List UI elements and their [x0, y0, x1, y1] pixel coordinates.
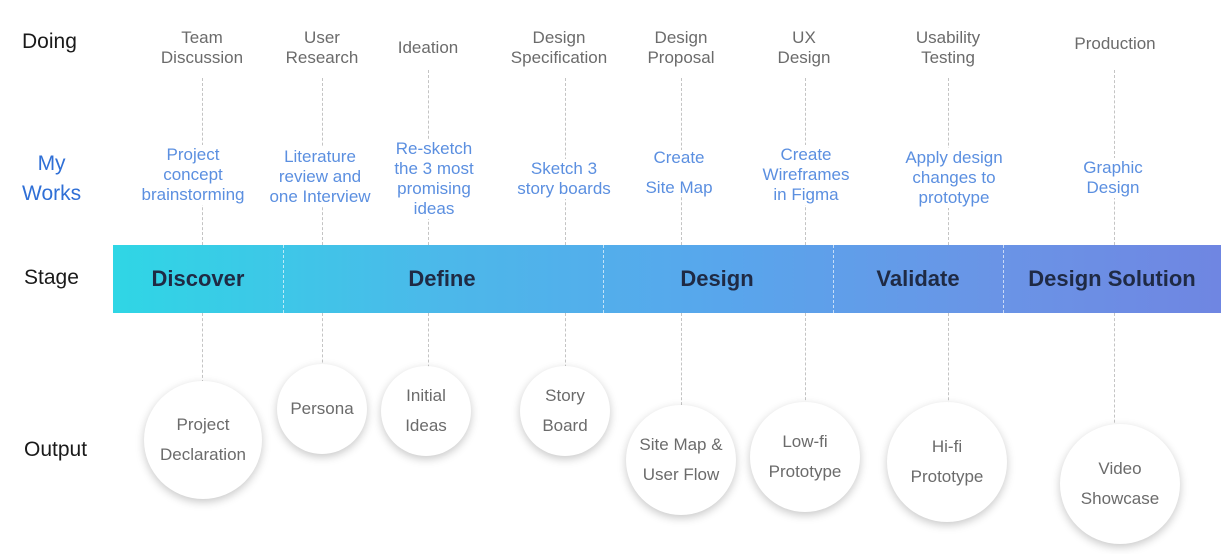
- connector-line: [202, 313, 203, 383]
- connector-line: [681, 313, 682, 425]
- work-item: Re-sketch the 3 most promising ideas: [392, 139, 476, 219]
- row-label-doing: Doing: [22, 30, 77, 53]
- doing-item: Team Discussion: [160, 28, 244, 67]
- connector-line: [1114, 313, 1115, 443]
- connector-line: [565, 313, 566, 378]
- stage-define: Define: [408, 266, 476, 291]
- work-item: Apply design changes to prototype: [903, 148, 1005, 208]
- output-circle: Initial Ideas: [381, 366, 471, 456]
- connector-line: [428, 313, 429, 378]
- doing-item: Design Proposal: [647, 28, 715, 67]
- output-circle: Persona: [277, 364, 367, 454]
- work-item: Create Site Map: [643, 148, 715, 197]
- stage-validate: Validate: [876, 266, 960, 291]
- stage-bar: [113, 245, 1221, 313]
- stage-discover: Discover: [151, 266, 245, 291]
- connector-line: [322, 313, 323, 378]
- work-item: Create Wireframes in Figma: [760, 145, 852, 205]
- work-item: Project concept brainstorming: [139, 145, 247, 205]
- work-item: Sketch 3 story boards: [515, 159, 613, 199]
- output-circle: Site Map & User Flow: [626, 405, 736, 515]
- doing-item: Usability Testing: [915, 28, 981, 67]
- connector-line: [948, 313, 949, 425]
- row-label-output: Output: [24, 438, 88, 461]
- output-circle: Low-fi Prototype: [750, 402, 860, 512]
- stage-divider: [603, 245, 604, 313]
- stage-divider: [283, 245, 284, 313]
- stage-divider: [833, 245, 834, 313]
- row-label-stage: Stage: [24, 266, 79, 289]
- output-circle: Project Declaration: [144, 381, 262, 499]
- doing-item: User Research: [285, 28, 359, 67]
- doing-item: Production: [1074, 34, 1156, 53]
- doing-item: UX Design: [777, 28, 831, 67]
- doing-item: Design Specification: [510, 28, 608, 67]
- work-item: Literature review and one Interview: [267, 147, 373, 207]
- connector-line: [805, 313, 806, 415]
- work-item: Graphic Design: [1081, 158, 1145, 198]
- output-circle: Video Showcase: [1060, 424, 1180, 544]
- connector-line: [1114, 70, 1115, 245]
- row-label-my-works: My Works: [22, 152, 82, 205]
- output-circle: Story Board: [520, 366, 610, 456]
- stage-design-solution: Design Solution: [1028, 266, 1196, 291]
- stage-design: Design: [680, 266, 754, 291]
- stage-divider: [1003, 245, 1004, 313]
- output-circle: Hi-fi Prototype: [887, 402, 1007, 522]
- doing-item: Ideation: [397, 38, 459, 57]
